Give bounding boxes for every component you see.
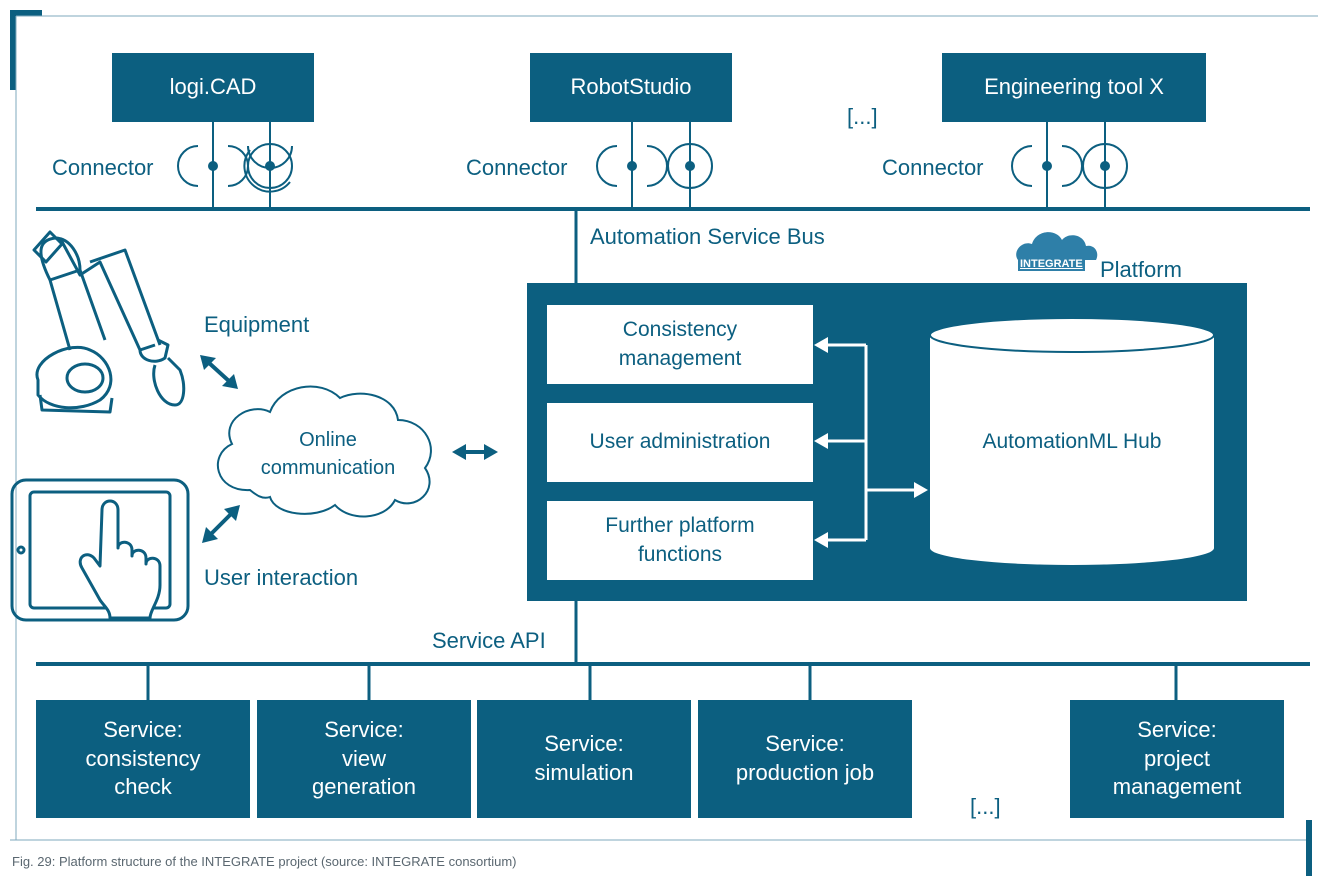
further-platform-functions-box: Further platform functions xyxy=(547,501,813,580)
service-consistency-check: Service: consistency check xyxy=(36,700,250,818)
service-api-label: Service API xyxy=(432,628,546,653)
connector-lines xyxy=(177,122,1128,209)
equipment-label: Equipment xyxy=(204,312,310,337)
tool-box-logicad: logi.CAD xyxy=(112,53,314,122)
service-production-job: Service: production job xyxy=(698,700,912,818)
tablet-touch-icon xyxy=(10,478,190,622)
online-communication-cloud xyxy=(216,385,432,518)
automationml-hub-label: AutomationML Hub xyxy=(982,430,1162,453)
service-view-generation: Service: view generation xyxy=(257,700,471,818)
services-ellipsis: [...] xyxy=(970,794,1001,819)
user-administration-box: User administration xyxy=(547,403,813,482)
connector-label-2: Connector xyxy=(466,155,568,180)
connector-label-1: Connector xyxy=(52,155,154,180)
tools-ellipsis: [...] xyxy=(847,104,878,129)
automation-service-bus-label: Automation Service Bus xyxy=(590,224,825,249)
online-communication-label: Online communication xyxy=(260,429,396,479)
integrate-logo xyxy=(1016,232,1098,260)
robot-arm-icon xyxy=(32,230,186,414)
connector-label-3: Connector xyxy=(882,155,984,180)
figure-caption: Fig. 29: Platform structure of the INTEG… xyxy=(12,854,517,869)
service-project-management: Service: project management xyxy=(1070,700,1284,818)
tool-box-engineering-tool-x: Engineering tool X xyxy=(942,53,1206,122)
integrate-logo-text: INTEGRATE xyxy=(1018,257,1085,271)
consistency-management-box: Consistency management xyxy=(547,305,813,384)
user-interaction-label: User interaction xyxy=(204,565,359,590)
service-drop-lines xyxy=(146,664,1178,700)
tool-box-robotstudio: RobotStudio xyxy=(530,53,732,122)
platform-label: Platform xyxy=(1100,257,1182,282)
automationml-hub-cylinder xyxy=(929,317,1215,565)
service-simulation: Service: simulation xyxy=(477,700,691,818)
